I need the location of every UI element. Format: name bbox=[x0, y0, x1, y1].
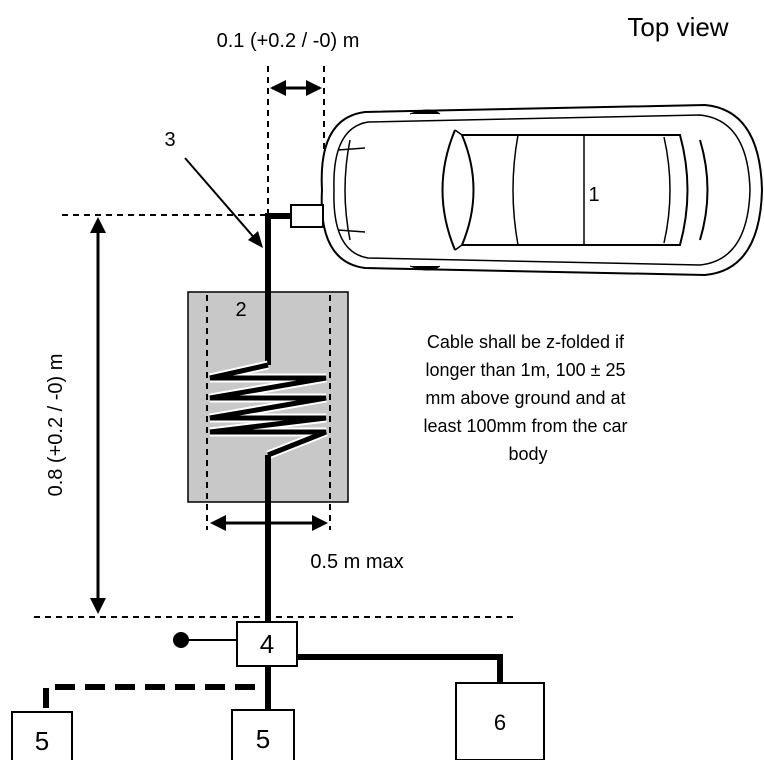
box-5-center: 5 bbox=[231, 709, 295, 760]
box-6-label: 6 bbox=[494, 710, 506, 735]
junction-label: 4 bbox=[260, 629, 274, 659]
car: 1 bbox=[320, 103, 764, 277]
cable-label: 3 bbox=[164, 129, 175, 151]
vertical-dimension: 0.8 (+0.2 / -0) m bbox=[45, 217, 106, 614]
car-label: 1 bbox=[588, 184, 599, 206]
box-5-left-label: 5 bbox=[35, 726, 49, 756]
junction-box: 4 bbox=[173, 621, 298, 667]
cable-note: Cable shall be z-folded if longer than 1… bbox=[423, 332, 632, 464]
dashed-line-to-left-box bbox=[43, 684, 264, 708]
cable-leader: 3 bbox=[164, 129, 263, 248]
note-line-1: Cable shall be z-folded if bbox=[427, 332, 625, 352]
box-5-center-label: 5 bbox=[256, 724, 270, 754]
box-5-left: 5 bbox=[11, 711, 73, 760]
note-line-4: least 100mm from the car bbox=[423, 416, 627, 436]
vertical-dimension-label: 0.8 (+0.2 / -0) m bbox=[45, 354, 67, 497]
fold-zone-label: 2 bbox=[235, 299, 246, 321]
ground-point-dot bbox=[173, 632, 189, 648]
horizontal-dimension: 0.1 (+0.2 / -0) m bbox=[217, 30, 360, 215]
note-line-2: longer than 1m, 100 ± 25 bbox=[425, 360, 625, 380]
note-line-3: mm above ground and at bbox=[425, 388, 625, 408]
note-line-5: body bbox=[508, 444, 547, 464]
view-title: Top view bbox=[627, 12, 728, 42]
horizontal-dimension-label: 0.1 (+0.2 / -0) m bbox=[217, 30, 360, 52]
vehicle-connector bbox=[290, 204, 324, 228]
line-to-box-6 bbox=[297, 654, 503, 683]
box-6: 6 bbox=[455, 682, 545, 760]
fold-width-label: 0.5 m max bbox=[310, 551, 403, 573]
charging-cable bbox=[209, 213, 328, 623]
fold-width-dimension: 0.5 m max bbox=[210, 515, 404, 573]
